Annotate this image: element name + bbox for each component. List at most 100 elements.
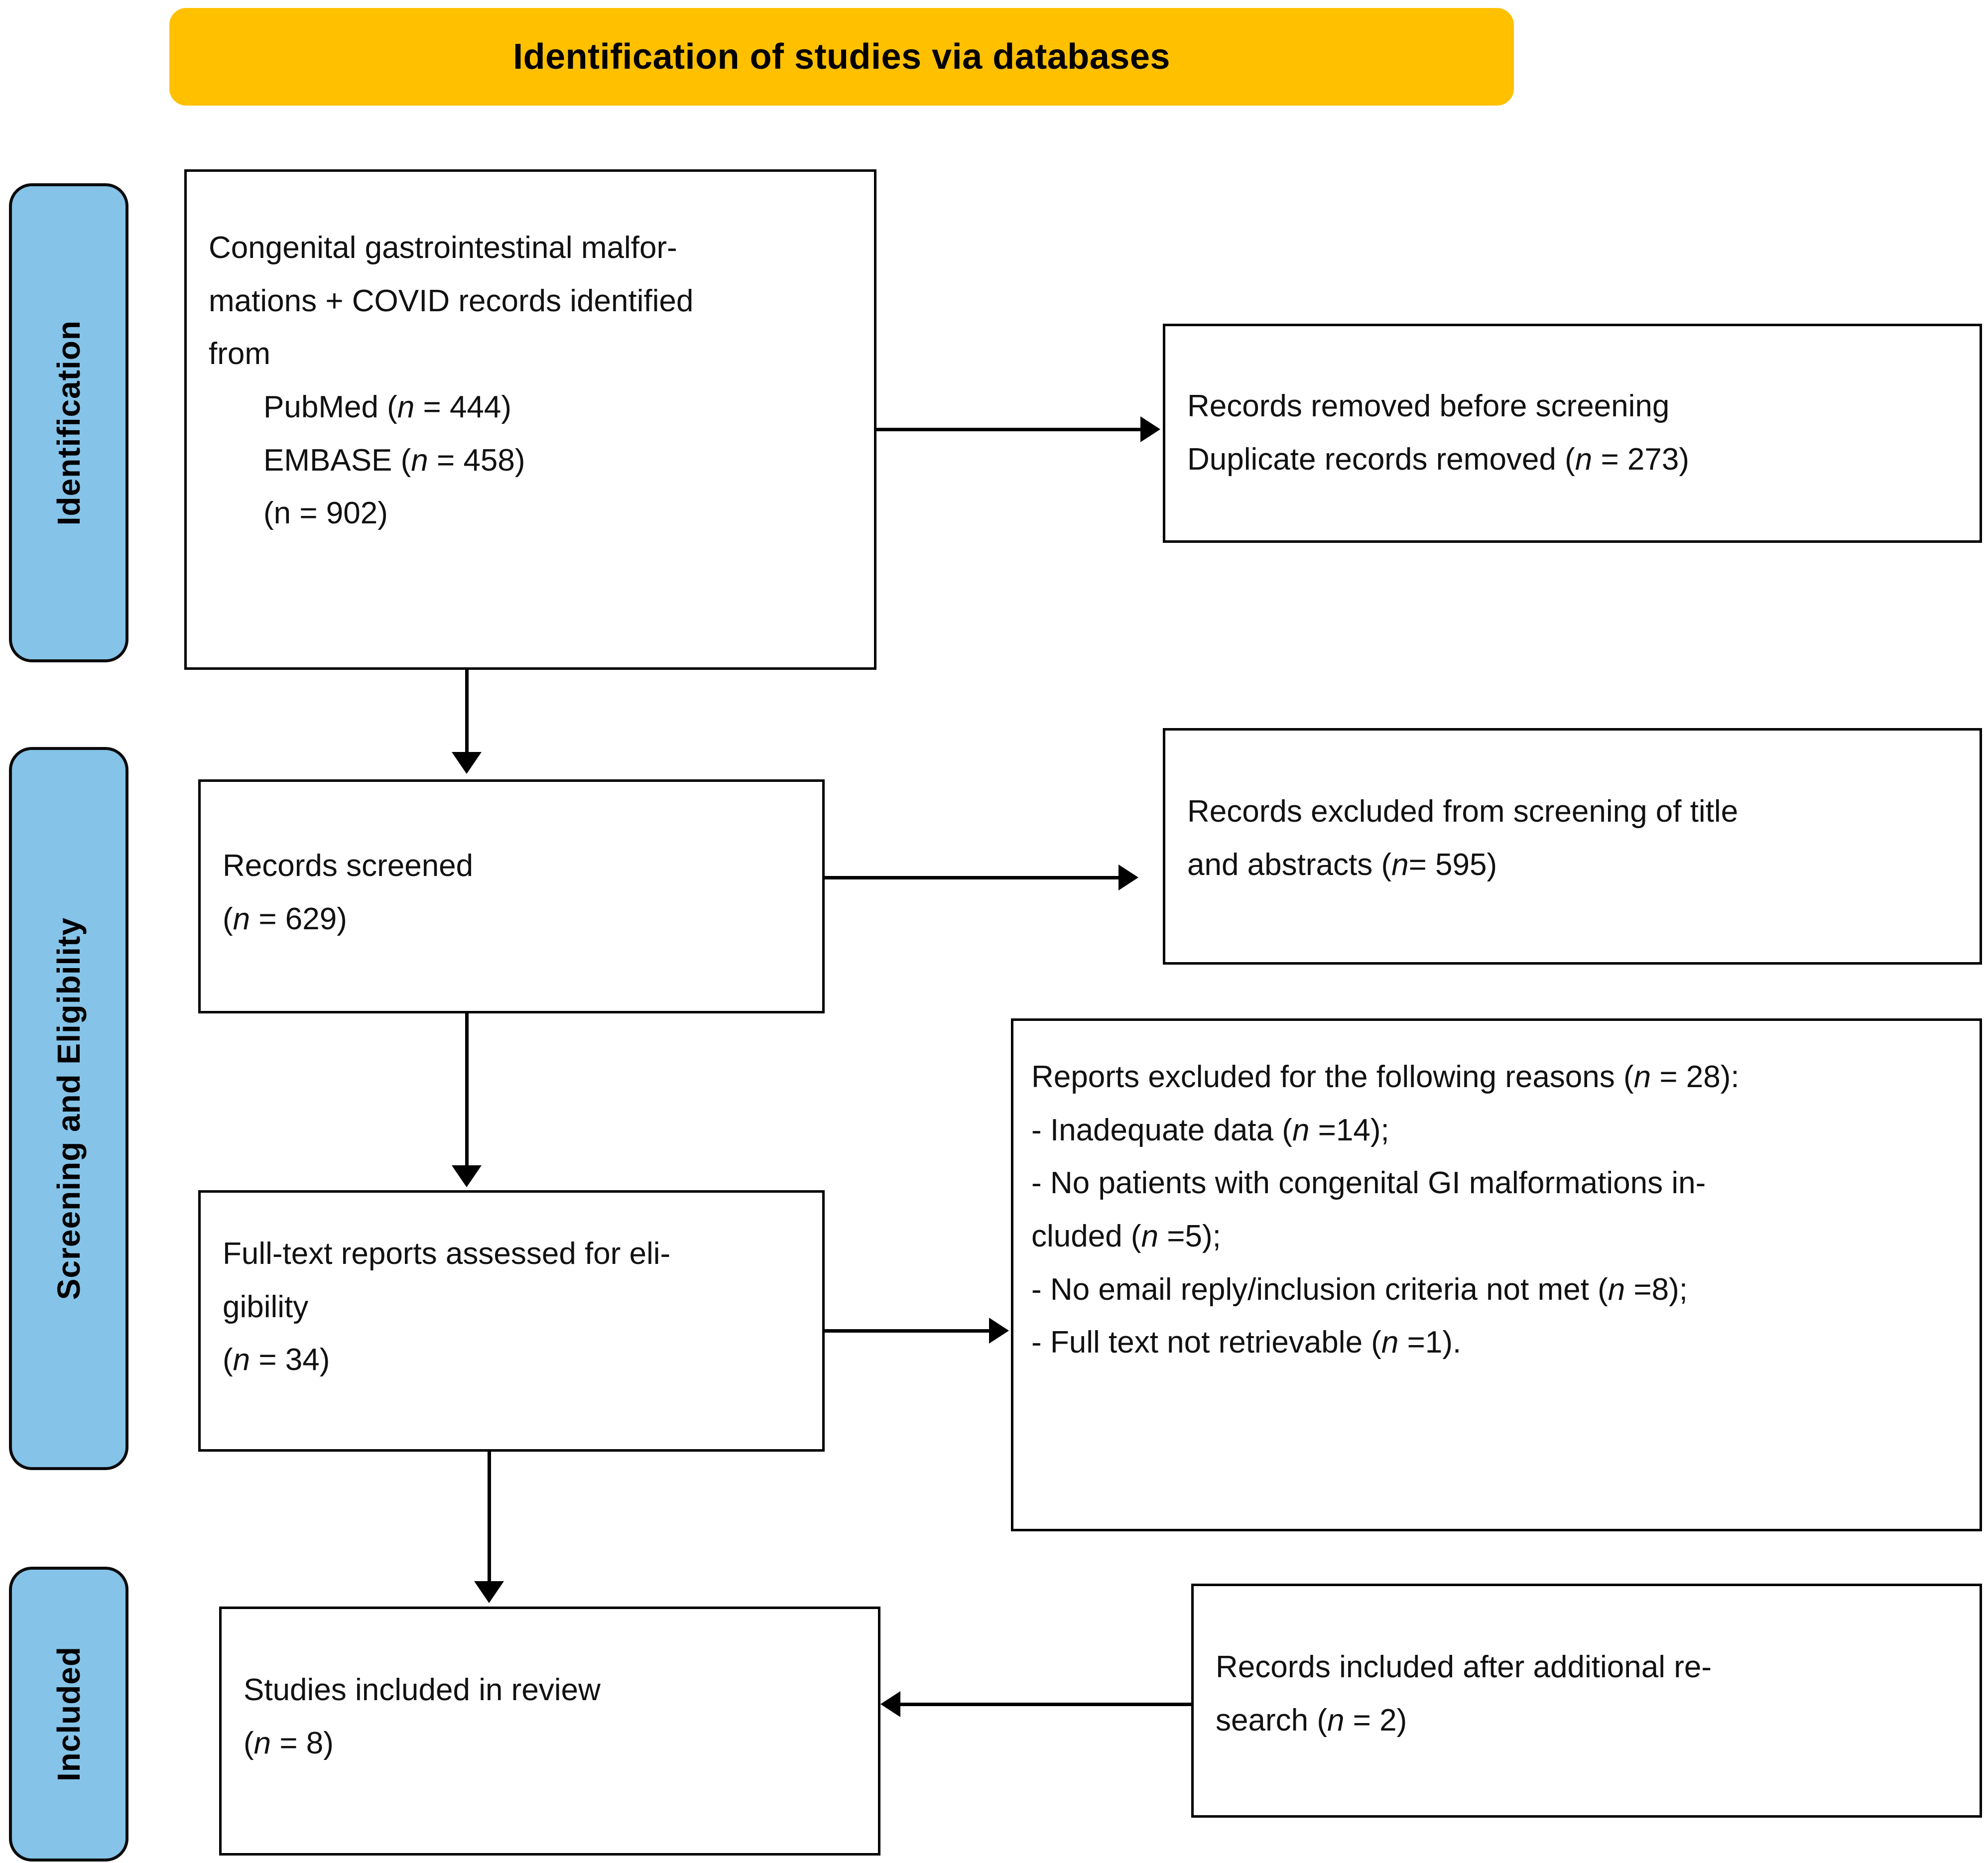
- connector-fulltext-to-studies-included: [473, 1452, 505, 1609]
- reason-4-n-symbol: n: [1381, 1325, 1399, 1360]
- pubmed-count: = 444): [414, 389, 512, 424]
- reason-1-label: - Inadequate data (: [1031, 1113, 1292, 1147]
- arrowhead-right-icon: [1140, 416, 1160, 442]
- connector-line: [488, 1452, 491, 1584]
- connector-line: [876, 428, 1143, 431]
- connector-additional-to-studies-included: [880, 1688, 1194, 1720]
- additional-research-label: search (: [1216, 1703, 1327, 1738]
- studies-included-paren-open: (: [244, 1726, 254, 1760]
- records-identified-line1: Congenital gastrointestinal malfor-: [209, 231, 677, 265]
- box-records-removed: Records removed before screening Duplica…: [1163, 324, 1982, 543]
- studies-included-count: (n = 8): [244, 1717, 856, 1770]
- reason-1-n-symbol: n: [1292, 1113, 1310, 1147]
- connector-fulltext-to-reports-excluded: [825, 1315, 1034, 1347]
- connector-identified-to-screened: [451, 670, 483, 779]
- fulltext-value: = 34): [250, 1343, 330, 1377]
- excluded-screening-label: and abstracts (: [1187, 847, 1392, 882]
- box-reports-excluded-reasons: Reports excluded for the following reaso…: [1011, 1018, 1982, 1531]
- reason-no-patients-line2: cluded (n =5);: [1031, 1210, 1962, 1263]
- reason-4-count: =1).: [1398, 1325, 1462, 1360]
- banner-identification-databases: Identification of studies via databases: [169, 8, 1514, 106]
- excluded-screening-n-symbol: n: [1391, 847, 1409, 882]
- reason-2-n-symbol: n: [1141, 1219, 1159, 1253]
- connector-line: [465, 1013, 469, 1168]
- excluded-screening-count: and abstracts (n= 595): [1187, 839, 1958, 892]
- box-records-additional-research: Records included after additional re- se…: [1191, 1584, 1982, 1818]
- reason-1-count: =14);: [1309, 1113, 1389, 1147]
- excluded-screening-line1: Records excluded from screening of title: [1187, 794, 1739, 829]
- additional-research-n-symbol: n: [1327, 1703, 1345, 1738]
- embase-n-symbol: n: [411, 443, 428, 478]
- additional-research-count: search (n = 2): [1216, 1694, 1958, 1747]
- stage-tab-included-label: Included: [51, 1646, 87, 1782]
- connector-line: [465, 670, 469, 754]
- records-screened-count: (n = 629): [223, 893, 800, 946]
- connector-identified-to-removed: [876, 413, 1185, 445]
- stage-tab-identification-label: Identification: [51, 320, 87, 526]
- additional-research-line1: Records included after additional re-: [1216, 1650, 1712, 1684]
- fulltext-paren-open: (: [223, 1343, 233, 1377]
- pubmed-label: PubMed (: [263, 389, 397, 424]
- connector-screened-to-fulltext: [451, 1013, 483, 1192]
- stage-tab-identification[interactable]: Identification: [9, 183, 128, 662]
- studies-included-line1: Studies included in review: [244, 1673, 601, 1707]
- arrowhead-left-icon: [880, 1691, 900, 1717]
- connector-line: [899, 1703, 1193, 1706]
- reason-3-n-symbol: n: [1608, 1272, 1625, 1307]
- fulltext-line2: gibility: [223, 1289, 309, 1324]
- stage-tab-screening-eligibility[interactable]: Screening and Eligibility: [9, 747, 128, 1470]
- records-identified-line3: from: [209, 337, 270, 372]
- box-studies-included: Studies included in review (n = 8): [219, 1607, 880, 1856]
- box-records-identified: Congenital gastrointestinal malfor- mati…: [184, 169, 876, 670]
- duplicates-n-symbol: n: [1575, 442, 1593, 477]
- reports-excluded-n-symbol: n: [1633, 1060, 1651, 1094]
- records-screened-line1: Records screened: [223, 849, 474, 883]
- reports-excluded-heading: Reports excluded for the following reaso…: [1031, 1051, 1962, 1104]
- records-identified-total: (n = 902): [263, 496, 388, 531]
- connector-screened-to-excluded: [825, 862, 1163, 893]
- records-removed-duplicates: Duplicate records removed (n = 273): [1187, 433, 1958, 487]
- box-records-excluded-screening: Records excluded from screening of title…: [1163, 728, 1982, 965]
- pubmed-n-symbol: n: [397, 389, 415, 424]
- box-fulltext-reports: Full-text reports assessed for eli- gibi…: [198, 1190, 825, 1452]
- arrowhead-down-icon: [452, 752, 482, 774]
- records-identified-embase: EMBASE (n = 458): [209, 434, 852, 488]
- arrowhead-down-icon: [452, 1165, 482, 1187]
- fulltext-count: (n = 34): [223, 1334, 800, 1387]
- reason-3-count: =8);: [1625, 1272, 1688, 1307]
- connector-line: [825, 1329, 992, 1333]
- arrowhead-right-icon: [989, 1318, 1009, 1344]
- reason-2-label: cluded (: [1031, 1219, 1141, 1253]
- records-removed-line1: Records removed before screening: [1187, 389, 1670, 423]
- duplicates-label: Duplicate records removed (: [1187, 442, 1575, 477]
- studies-included-value: = 8): [271, 1726, 334, 1760]
- embase-count: = 458): [428, 443, 525, 478]
- arrowhead-right-icon: [1118, 865, 1138, 890]
- embase-label: EMBASE (: [263, 443, 411, 478]
- excluded-screening-value: = 595): [1408, 847, 1497, 882]
- banner-title: Identification of studies via databases: [513, 37, 1170, 77]
- screened-n-symbol: n: [233, 901, 250, 936]
- additional-research-value: = 2): [1344, 1703, 1407, 1738]
- connector-line: [825, 876, 1121, 879]
- screened-value: = 629): [250, 901, 347, 936]
- screened-paren-open: (: [223, 901, 233, 936]
- reason-4-label: - Full text not retrievable (: [1031, 1325, 1381, 1360]
- reason-no-email-reply: - No email reply/inclusion criteria not …: [1031, 1263, 1962, 1317]
- reason-no-patients-line1: - No patients with congenital GI malform…: [1031, 1166, 1706, 1201]
- reason-3-label: - No email reply/inclusion criteria not …: [1031, 1272, 1608, 1307]
- reports-excluded-total: = 28):: [1651, 1060, 1740, 1094]
- reason-inadequate-data: - Inadequate data (n =14);: [1031, 1104, 1962, 1157]
- duplicates-count: = 273): [1592, 442, 1689, 477]
- studies-included-n-symbol: n: [253, 1726, 271, 1760]
- fulltext-n-symbol: n: [233, 1343, 250, 1377]
- stage-tab-screening-eligibility-label: Screening and Eligibility: [51, 917, 87, 1300]
- reports-excluded-heading-label: Reports excluded for the following reaso…: [1031, 1060, 1634, 1094]
- box-records-screened: Records screened (n = 629): [198, 779, 825, 1013]
- reason-full-text-not-retrievable: - Full text not retrievable (n =1).: [1031, 1316, 1962, 1369]
- records-identified-line2: mations + COVID records identified: [209, 283, 694, 318]
- arrowhead-down-icon: [474, 1581, 504, 1603]
- stage-tab-included[interactable]: Included: [9, 1567, 128, 1862]
- records-identified-pubmed: PubMed (n = 444): [209, 381, 852, 434]
